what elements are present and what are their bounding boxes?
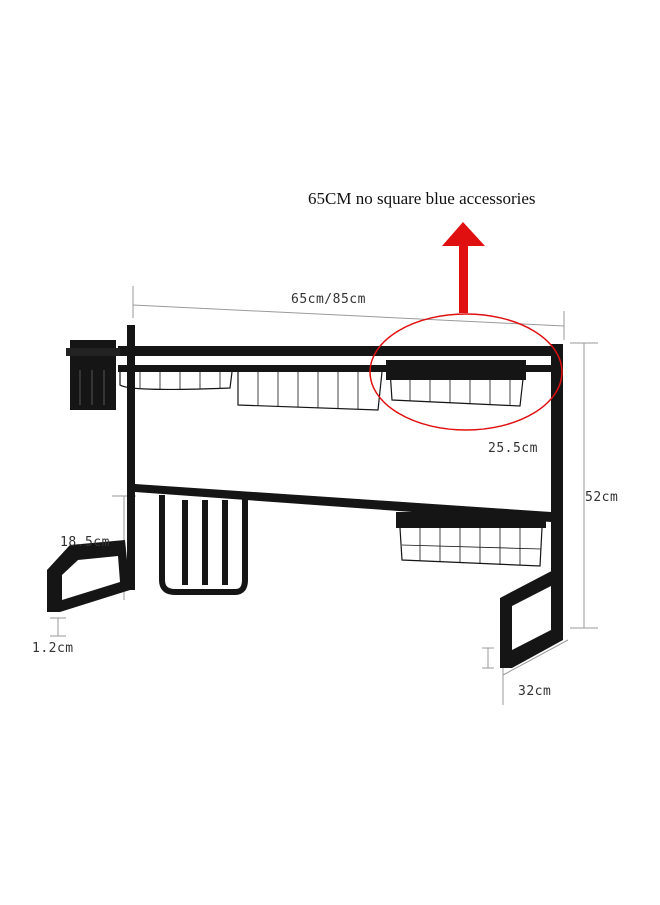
red-arrow-icon — [442, 222, 485, 313]
utensil-holder — [66, 340, 120, 410]
top-right-tray — [386, 360, 526, 380]
highlight-ellipse — [369, 313, 563, 431]
bottom-rack-label: 18.5cm — [60, 535, 110, 550]
height-label: 52cm — [585, 490, 619, 505]
caption-text: 65CM no square blue accessories — [308, 189, 536, 208]
width-label: 65cm/85cm — [291, 292, 366, 307]
depth-label: 32cm — [518, 684, 552, 699]
plate-holder — [159, 495, 248, 595]
top-baskets — [119, 369, 525, 411]
shelf-gap-label: 25.5cm — [488, 441, 538, 456]
foot-label: 1.2cm — [32, 641, 74, 656]
lower-basket — [396, 512, 546, 567]
